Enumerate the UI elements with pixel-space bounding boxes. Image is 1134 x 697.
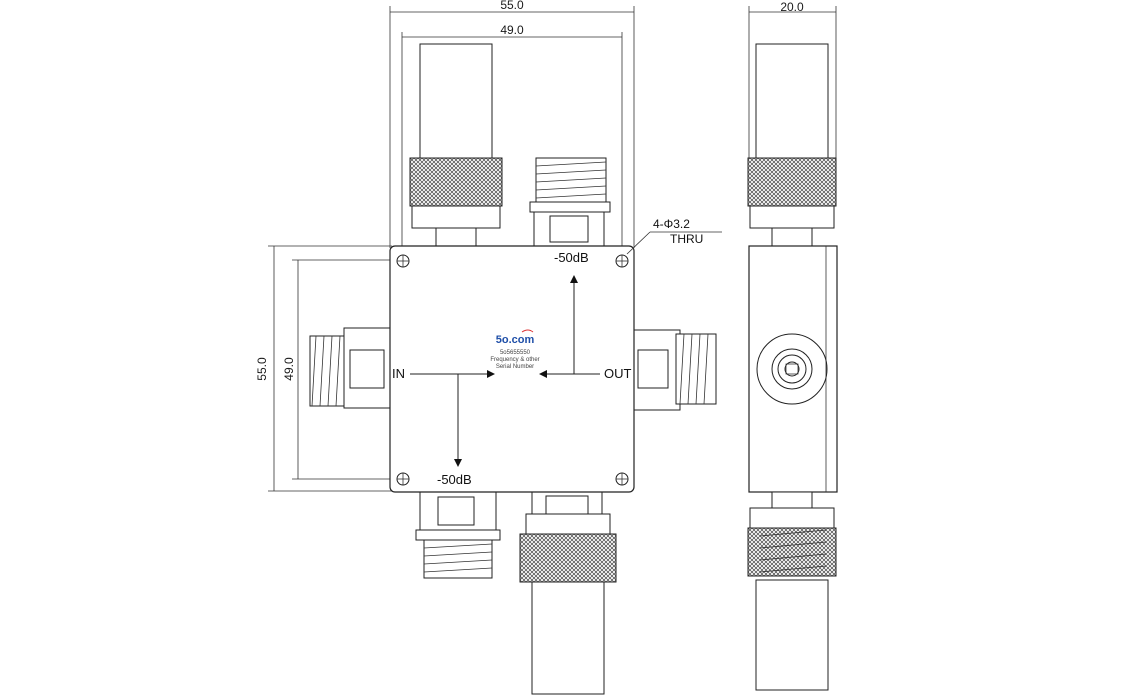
mounting-note: 4-Φ3.2 THRU: [626, 217, 722, 255]
side-port-face: [756, 333, 828, 405]
connector-top-right: [529, 157, 611, 247]
dim-top-overall-label: 55.0: [500, 0, 524, 12]
side-top-nut: [749, 205, 835, 229]
side-top-knurl: [747, 157, 837, 207]
port-out-label: OUT: [604, 366, 632, 381]
dim-top-inner: 49.0: [401, 23, 623, 258]
connector-in: [309, 327, 391, 409]
connector-top-left: [409, 43, 503, 247]
logo-swoosh-icon: [521, 329, 534, 333]
connector-bottom-left: [415, 491, 501, 579]
mounting-hole-icon: [615, 254, 629, 268]
side-top-termination: [755, 43, 829, 163]
mounting-hole-icon: [396, 472, 410, 486]
mounting-note-line2: THRU: [670, 232, 703, 246]
dim-left-inner: 49.0: [282, 259, 402, 480]
mounting-hole-icon: [615, 472, 629, 486]
mounting-hole-icon: [396, 254, 410, 268]
label-plate: 5o.com 5o5655550 Frequency & other Seria…: [490, 329, 540, 370]
port-in-label: IN: [392, 366, 405, 381]
plate-line3: Serial Number: [496, 364, 534, 370]
plate-line2: Frequency & other: [490, 357, 539, 363]
dim-side-width: 20.0: [748, 0, 837, 160]
port-coupled-bottom-label: -50dB: [437, 472, 472, 487]
side-bottom-termination: [755, 579, 829, 691]
dim-left-overall: 55.0: [255, 245, 392, 492]
dim-left-overall-label: 55.0: [255, 357, 269, 381]
dim-side-width-label: 20.0: [780, 0, 804, 14]
dim-top-overall: 55.0: [389, 0, 635, 248]
side-view: 20.0: [747, 0, 838, 691]
side-body: [748, 245, 838, 493]
port-coupled-top-label: -50dB: [554, 250, 589, 265]
side-bottom-nut: [749, 507, 835, 529]
front-view: 55.0 49.0 55.0 49.0: [255, 0, 722, 695]
brand-logo: 5o.com: [496, 334, 535, 346]
mounting-note-line1: 4-Φ3.2: [653, 217, 690, 231]
dim-left-inner-label: 49.0: [282, 357, 296, 381]
dim-top-inner-label: 49.0: [500, 23, 524, 37]
plate-line1: 5o5655550: [500, 350, 531, 356]
side-top-stub: [771, 227, 813, 247]
coupler-body: [389, 245, 635, 493]
signal-flow: [410, 275, 600, 467]
connector-out: [633, 329, 717, 411]
mounting-holes: [396, 254, 629, 486]
connector-bottom-right: [519, 491, 617, 695]
